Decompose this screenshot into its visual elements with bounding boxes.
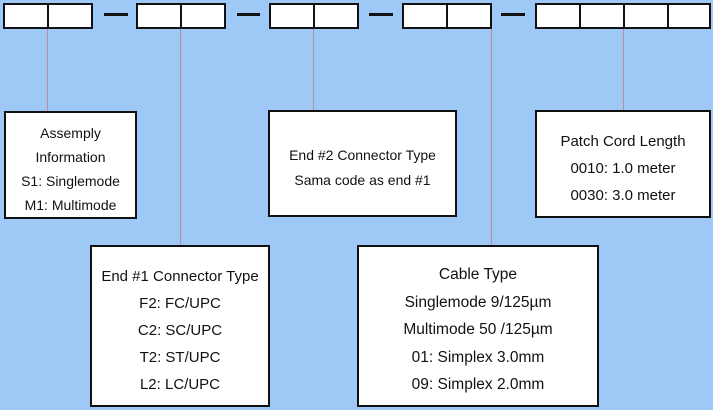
assembly-option-s1: S1: Singlemode: [21, 173, 120, 189]
leader-line-end2: [313, 29, 314, 110]
end2-note: Sama code as end #1: [294, 172, 431, 188]
cable-option-singlemode: Singlemode 9/125µm: [404, 293, 552, 311]
end2-title: End #2 Connector Type: [289, 147, 436, 163]
cable-type-box: Cable Type Singlemode 9/125µm Multimode …: [357, 245, 599, 407]
length-option-0010: 0010: 1.0 meter: [570, 160, 676, 177]
separator-dash-2: [237, 13, 260, 16]
code-cell-6: [313, 3, 359, 29]
end1-option-l2: L2: LC/UPC: [139, 376, 221, 393]
code-cell-11: [623, 3, 669, 29]
end1-title: End #1 Connector Type: [101, 268, 259, 285]
patch-cord-length-box: Patch Cord Length 0010: 1.0 meter 0030: …: [535, 110, 711, 218]
cable-option-09: 09: Simplex 2.0mm: [411, 376, 545, 393]
end1-option-f2: F2: FC/UPC: [139, 295, 221, 312]
code-cell-3: [136, 3, 182, 29]
code-cell-10: [579, 3, 625, 29]
separator-dash-4: [501, 13, 525, 16]
end1-option-c2: C2: SC/UPC: [137, 322, 223, 339]
code-cell-1: [3, 3, 49, 29]
length-option-0030: 0030: 3.0 meter: [570, 187, 676, 204]
code-cell-5: [269, 3, 315, 29]
code-cell-8: [446, 3, 492, 29]
leader-line-cable: [491, 29, 492, 245]
code-cell-9: [535, 3, 581, 29]
end2-connector-box: End #2 Connector Type Sama code as end #…: [268, 110, 457, 217]
cable-option-01: 01: Simplex 3.0mm: [411, 348, 545, 366]
assembly-option-m1: M1: Multimode: [24, 197, 117, 213]
length-title: Patch Cord Length: [560, 133, 686, 150]
leader-line-length: [623, 29, 624, 110]
end1-connector-box: End #1 Connector Type F2: FC/UPC C2: SC/…: [90, 245, 270, 407]
code-cell-12: [667, 3, 711, 29]
leader-line-assembly: [47, 29, 48, 111]
code-cell-2: [47, 3, 93, 29]
assembly-title-line2: Information: [35, 149, 106, 165]
cable-option-multimode: Multimode 50 /125µm: [403, 321, 553, 338]
separator-dash-3: [369, 13, 393, 16]
cable-title: Cable Type: [438, 266, 518, 283]
separator-dash-1: [104, 13, 128, 16]
assembly-title-line1: Assemply: [40, 125, 101, 141]
code-cell-4: [180, 3, 226, 29]
code-cell-7: [402, 3, 448, 29]
end1-option-t2: T2: ST/UPC: [139, 349, 221, 366]
leader-line-end1: [180, 29, 181, 245]
assembly-info-box: Assemply Information S1: Singlemode M1: …: [4, 111, 137, 219]
